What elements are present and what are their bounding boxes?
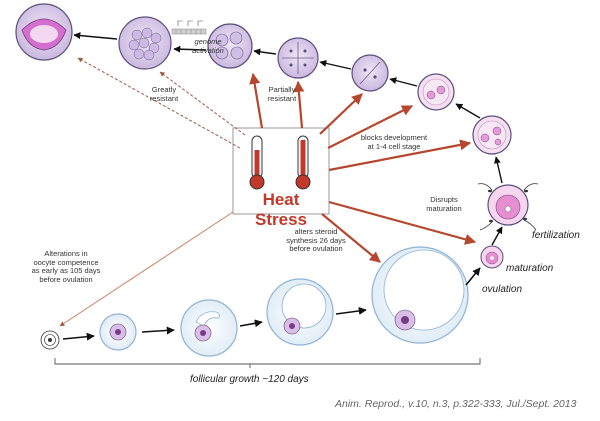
citation: Anim. Reprod., v.10, n.3, p.322-333, Jul… (335, 398, 577, 410)
follicular-growth-bracket (54, 358, 481, 368)
primary-follicle (99, 313, 137, 351)
thermometer-icon (295, 135, 311, 190)
two-cell-embryo (351, 54, 389, 92)
partially-resistant-label: Partially resistant (267, 85, 297, 103)
maturation-label: maturation (506, 263, 554, 274)
secondary-follicle (180, 299, 238, 357)
preovulatory-follicle (371, 246, 469, 344)
ovulation-label: ovulation (482, 284, 523, 295)
genome-activation-icon (171, 20, 207, 35)
antral-follicle-early (266, 278, 334, 346)
morula-cell (118, 16, 172, 70)
eight-cell-embryo (207, 23, 253, 69)
alterations-oocyte-label: Alterations in oocyte competence as earl… (31, 249, 101, 284)
follicle-arrows (62, 267, 481, 341)
greatly-resistant-label: Greatly resistant (149, 85, 179, 103)
follicular-growth-label: follicular growth ~120 days (190, 374, 309, 385)
development-arrows (73, 32, 503, 246)
matured-oocyte (480, 245, 504, 269)
oocyte-competence-arrow (59, 211, 234, 327)
zygote-early (472, 115, 512, 155)
four-cell-embryo (277, 37, 319, 79)
primordial-follicle (40, 330, 60, 350)
disrupts-maturation-label: Disrupts maturation (426, 195, 462, 213)
genome-activation-label: genome activation (192, 37, 224, 55)
zygote-pronuclei (417, 73, 455, 111)
heat-stress-box (232, 127, 330, 215)
heat-stress-title: Heat Stress (255, 190, 307, 229)
fertilization-label: fertilization (532, 230, 580, 241)
thermometer-icon (249, 135, 265, 190)
blocks-development-label: blocks development at 1-4 cell stage (360, 133, 428, 151)
resistant-arrows (77, 57, 246, 149)
blastocyst-cell (15, 3, 73, 61)
alters-steroid-label: alters steroid synthesis 26 days before … (286, 227, 346, 254)
heat-stress-arrows (249, 72, 477, 263)
fertilization-oocyte (477, 183, 539, 231)
